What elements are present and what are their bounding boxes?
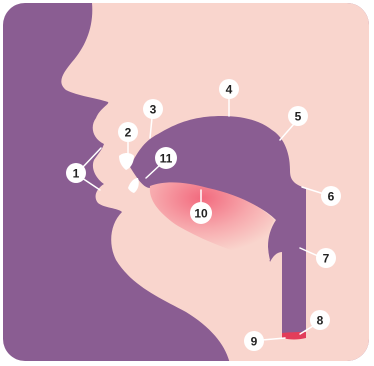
marker-5-label: 5 [295, 110, 302, 124]
marker-2-label: 2 [125, 126, 132, 140]
marker-5: 5 [288, 106, 308, 126]
marker-2: 2 [118, 122, 138, 142]
marker-7-label: 7 [323, 252, 330, 266]
marker-1: 1 [66, 163, 86, 183]
marker-6: 6 [321, 186, 341, 206]
marker-9-label: 9 [251, 335, 258, 349]
marker-8: 8 [310, 310, 330, 330]
marker-7: 7 [316, 248, 336, 268]
marker-3: 3 [143, 99, 163, 119]
marker-1-label: 1 [73, 167, 80, 181]
marker-10: 10 [190, 202, 212, 224]
marker-11: 11 [155, 147, 177, 169]
marker-4: 4 [219, 79, 239, 99]
marker-11-label: 11 [160, 152, 173, 166]
marker-10-label: 10 [194, 207, 208, 221]
marker-4-label: 4 [226, 83, 233, 97]
marker-8-label: 8 [317, 314, 324, 328]
marker-9: 9 [244, 331, 264, 351]
marker-6-label: 6 [328, 190, 335, 204]
marker-3-label: 3 [150, 103, 157, 117]
